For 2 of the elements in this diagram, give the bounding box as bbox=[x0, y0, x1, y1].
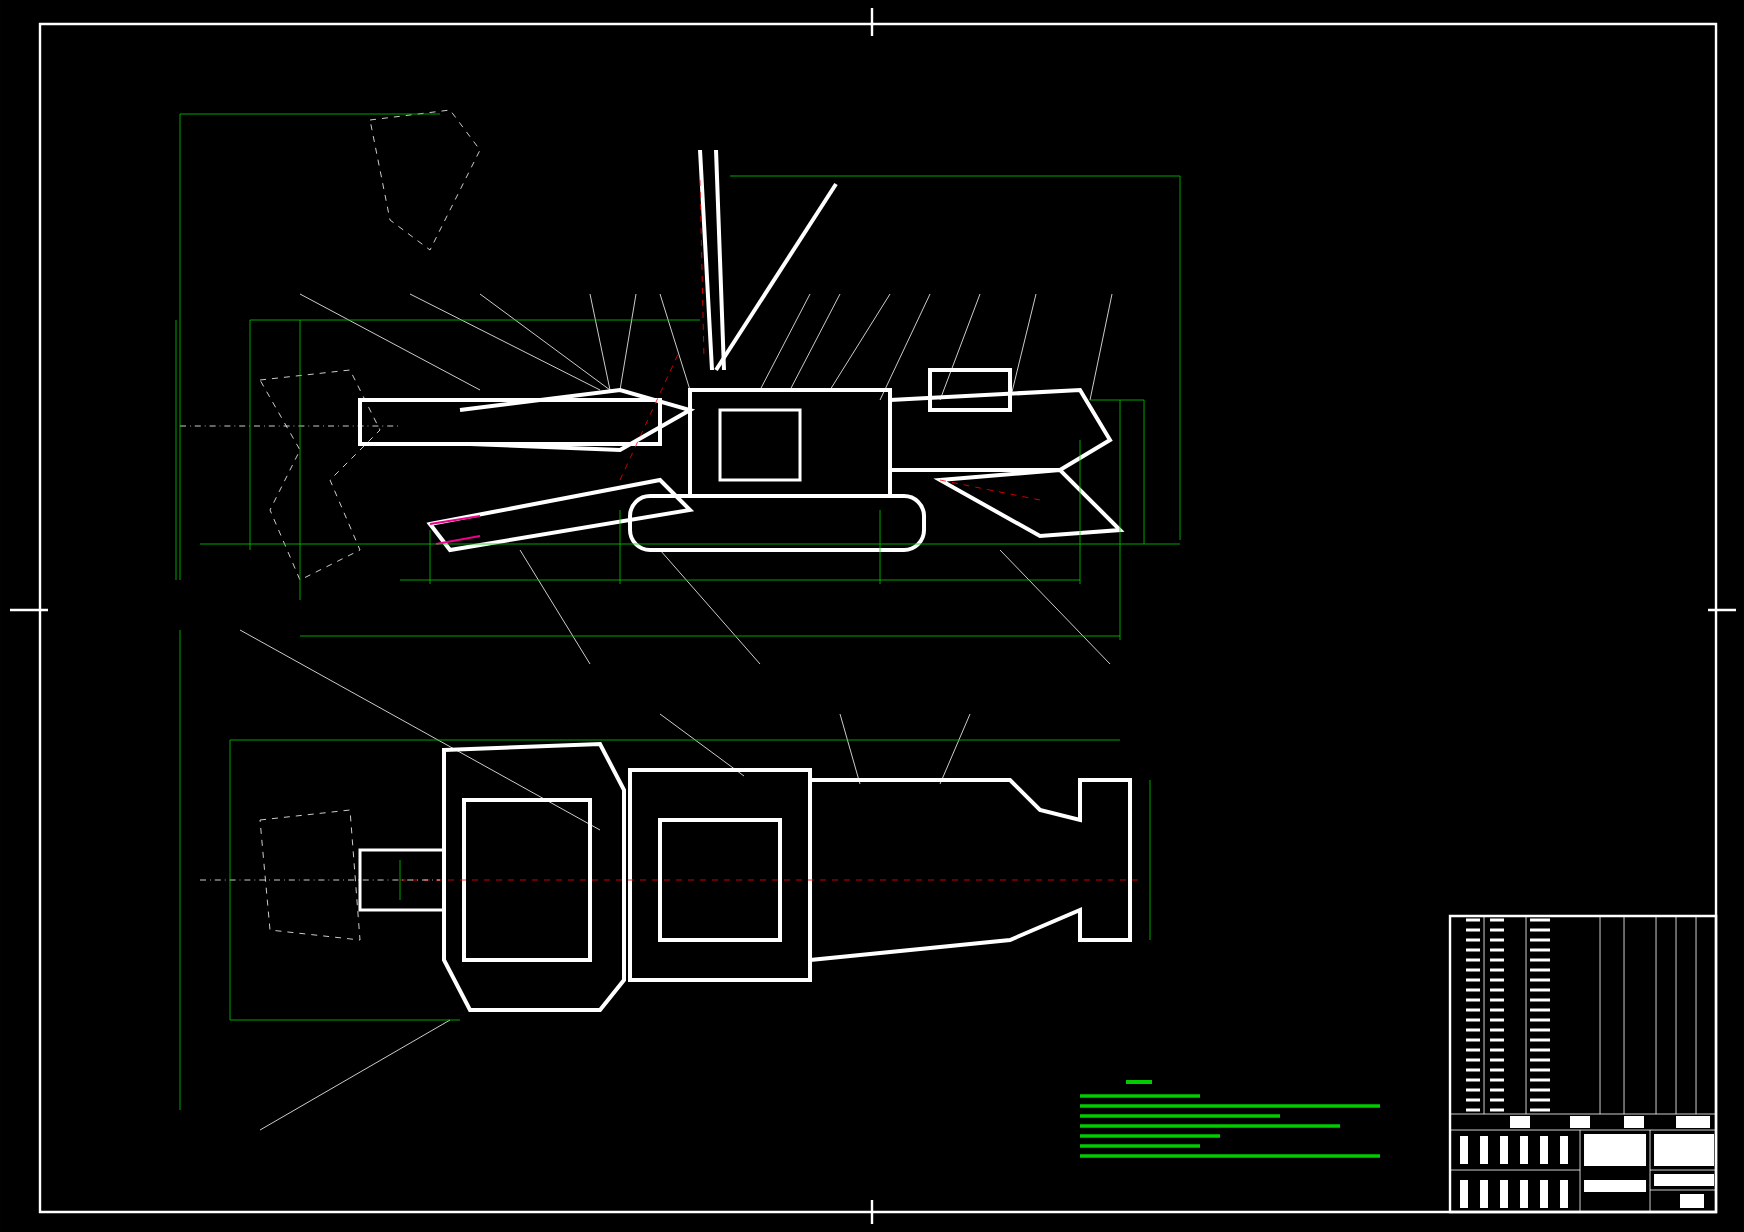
machine-top-view-drawing bbox=[199, 629, 1141, 1131]
machine-side-view-drawing bbox=[179, 109, 1125, 665]
